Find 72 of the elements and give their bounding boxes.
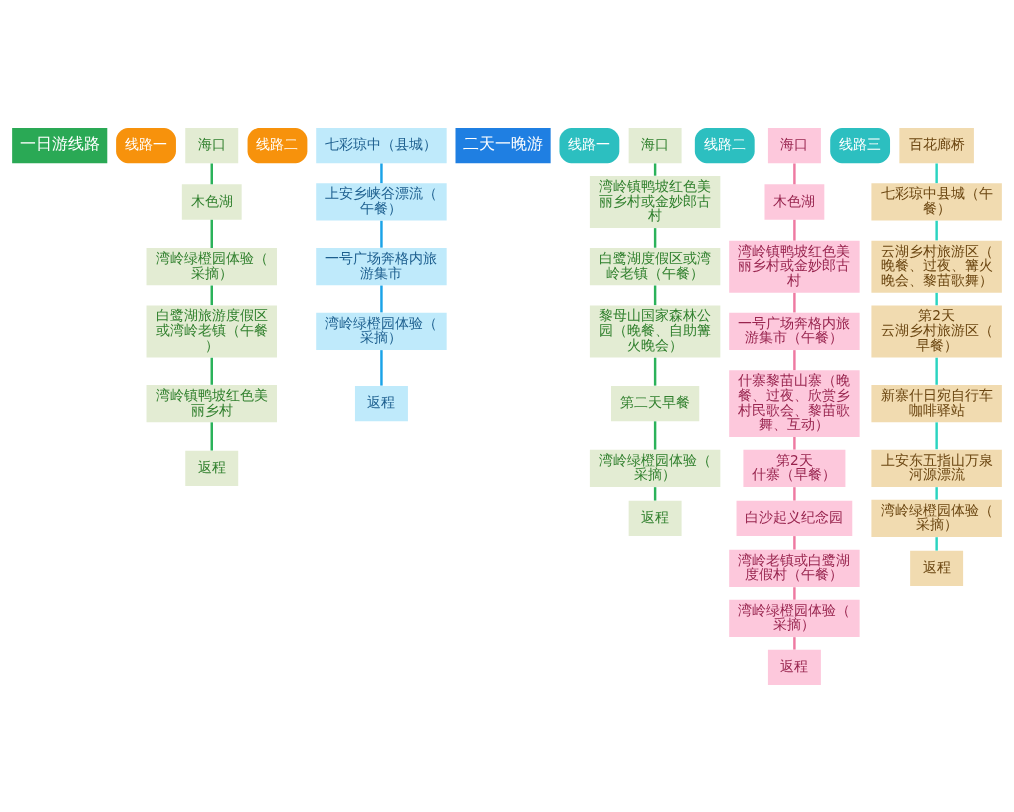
node-box: 湾岭镇鸭坡红色美丽乡村或金妙郎古村 (729, 240, 860, 293)
connector (653, 285, 657, 305)
node-box: 海口 (628, 127, 682, 163)
connector (793, 535, 796, 549)
node-box: 木色湖 (181, 183, 242, 220)
connector (935, 220, 938, 240)
connector (793, 292, 796, 312)
node-box: 线路一 (116, 127, 176, 163)
connector (210, 285, 213, 305)
node-box: 线路三 (830, 127, 891, 163)
connector (653, 227, 657, 248)
connector (793, 163, 796, 184)
connector (380, 349, 383, 386)
node-box: 一号广场奔格内旅游集市 (316, 247, 447, 285)
node-box: 木色湖 (764, 183, 825, 220)
node-box: 黎母山国家森林公园（晚餐、自助篝火晚会） (589, 304, 721, 357)
node-box: 海口 (767, 127, 821, 163)
node-box: 湾岭老镇或白鹭湖度假村（午餐） (729, 549, 860, 587)
connector (793, 219, 796, 241)
node-box: 白鹭湖旅游度假区或湾岭老镇（午餐） (146, 304, 277, 357)
connector (380, 285, 383, 312)
node-box: 海口 (185, 127, 239, 163)
node-box: 一号广场奔格内旅游集市（午餐） (729, 312, 860, 350)
node-box: 湾岭镇鸭坡红色美丽乡村或金妙郎古村 (589, 175, 721, 228)
node-box: 湾岭绿橙园体验（采摘） (589, 449, 721, 487)
node-box: 返程 (910, 550, 964, 586)
connector (935, 421, 938, 449)
connector (935, 486, 938, 500)
node-box: 第二天早餐 (611, 385, 700, 421)
connector (935, 536, 938, 551)
node-box: 返程 (628, 500, 682, 536)
connector (380, 220, 383, 248)
node-box: 第2天 云湖乡村旅游区（早餐） (871, 304, 1002, 357)
node-box: 百花廊桥 (899, 127, 974, 163)
node-box: 返程 (185, 450, 239, 486)
node-box: 返程 (354, 385, 408, 421)
node-box: 云湖乡村旅游区（晚餐、过夜、篝火晚会、黎苗歌舞） (871, 240, 1002, 293)
node-box: 上安乡峡谷漂流（午餐） (316, 182, 447, 221)
node-box: 七彩琼中（县城） (316, 127, 447, 163)
node-box: 上安东五指山万泉河源漂流 (871, 449, 1002, 487)
node-box: 线路二 (247, 127, 308, 163)
node-box: 第2天 什寨（早餐） (743, 449, 846, 487)
connector (935, 163, 938, 183)
node-box: 二天一晚游 (455, 127, 551, 163)
connector (793, 486, 796, 501)
node-box: 湾岭绿橙园体验（采摘） (316, 312, 447, 350)
node-box: 七彩琼中县城（午餐） (871, 182, 1002, 221)
node-box: 线路一 (559, 127, 620, 163)
connector (653, 420, 657, 450)
node-box: 湾岭绿橙园体验（采摘） (729, 599, 860, 637)
connector (793, 349, 796, 370)
connector (793, 586, 796, 600)
connector (210, 163, 213, 184)
node-box: 一日游线路 (12, 127, 108, 163)
connector (935, 357, 938, 385)
connector (210, 357, 213, 385)
connector (380, 163, 383, 183)
connector (935, 292, 938, 305)
connector (793, 636, 796, 650)
connector (653, 357, 657, 386)
connector (210, 421, 213, 451)
node-box: 新寨什日宛自行车咖啡驿站 (871, 384, 1002, 422)
node-box: 湾岭绿橙园体验（采摘） (146, 247, 277, 285)
connector (210, 219, 213, 248)
node-box: 湾岭镇鸭坡红色美丽乡村 (146, 384, 277, 422)
node-box: 返程 (767, 649, 821, 685)
node-box: 白沙起义纪念园 (736, 500, 853, 536)
node-box: 湾岭绿橙园体验（采摘） (871, 499, 1002, 537)
node-box: 线路二 (694, 127, 755, 163)
connector (793, 436, 796, 450)
node-box: 白鹭湖度假区或湾岭老镇（午餐） (589, 247, 721, 285)
node-box: 什寨黎苗山寨（晚餐、过夜、欣赏乡村民歌会、黎苗歌舞、互动） (729, 369, 860, 437)
